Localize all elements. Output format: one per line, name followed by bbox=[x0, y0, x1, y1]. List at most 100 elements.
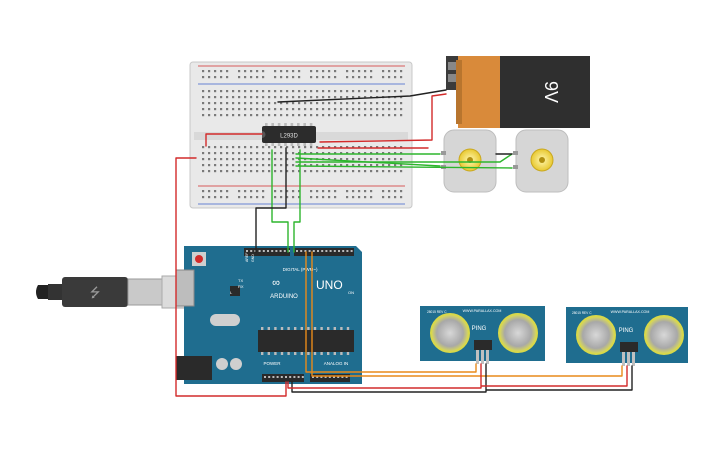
pin-hole bbox=[238, 190, 241, 193]
pin-hole bbox=[226, 90, 229, 93]
pin-hole bbox=[268, 376, 271, 378]
pin-hole bbox=[364, 170, 367, 173]
pin-hole bbox=[280, 70, 283, 73]
pin-hole bbox=[388, 108, 391, 111]
pin-hole bbox=[316, 90, 319, 93]
wire-5v[interactable] bbox=[175, 157, 287, 397]
pin-hole bbox=[317, 250, 319, 252]
dc-motor-1[interactable] bbox=[441, 129, 497, 193]
wire-sensor-gnd[interactable] bbox=[291, 363, 633, 393]
pin-hole bbox=[298, 76, 301, 79]
pin-hole bbox=[346, 352, 350, 355]
pin-hole bbox=[292, 70, 295, 73]
pin-hole bbox=[310, 70, 313, 73]
pin-hole bbox=[256, 96, 259, 99]
reset-button[interactable] bbox=[195, 255, 203, 263]
pin-hole bbox=[358, 70, 361, 73]
wire-motor2-a[interactable] bbox=[295, 153, 513, 163]
pin-hole bbox=[202, 114, 205, 117]
pin-hole bbox=[220, 190, 223, 193]
pin-hole bbox=[250, 146, 253, 149]
pin-hole bbox=[232, 164, 235, 167]
wire-in2[interactable] bbox=[293, 149, 301, 253]
sensor-brand: WWW.PARALLAX.COM bbox=[463, 309, 502, 313]
ping-sensor-2[interactable]: WWW.PARALLAX.COM 28015 REV C PING bbox=[566, 307, 688, 366]
pin-hole bbox=[334, 170, 337, 173]
pin-hole bbox=[274, 196, 277, 199]
battery-9v[interactable]: 9V bbox=[446, 56, 590, 128]
pin-hole bbox=[346, 96, 349, 99]
pin-hole bbox=[208, 90, 211, 93]
pin-hole bbox=[274, 90, 277, 93]
pin-hole bbox=[388, 70, 391, 73]
pin-hole bbox=[388, 146, 391, 149]
pin-hole bbox=[382, 102, 385, 105]
ping-sensor-1[interactable]: WWW.PARALLAX.COM 28015 REV C PING bbox=[420, 306, 545, 364]
pin-hole bbox=[292, 158, 295, 161]
pin-hole bbox=[244, 90, 247, 93]
wire-battery-negative[interactable] bbox=[277, 89, 447, 103]
pin-hole bbox=[364, 164, 367, 167]
power-label: POWER bbox=[263, 361, 281, 366]
pin-hole bbox=[226, 146, 229, 149]
pin-hole bbox=[267, 327, 270, 330]
pin-hole bbox=[382, 152, 385, 155]
wire-vcc-jumper[interactable] bbox=[205, 133, 263, 147]
pin-hole bbox=[400, 152, 403, 155]
pin-hole bbox=[316, 114, 319, 117]
pin-hole bbox=[358, 146, 361, 149]
pin-hole bbox=[238, 108, 241, 111]
pin-hole bbox=[214, 108, 217, 111]
pin-hole bbox=[352, 76, 355, 79]
wire-trig-2[interactable] bbox=[311, 251, 623, 377]
pin-hole bbox=[310, 164, 313, 167]
pin-hole bbox=[297, 143, 300, 146]
pin-hole bbox=[304, 250, 307, 252]
pin-hole bbox=[400, 70, 403, 73]
pin-hole bbox=[238, 102, 241, 105]
wire-motor2-b[interactable] bbox=[295, 165, 513, 169]
pin-hole bbox=[340, 164, 343, 167]
pin-hole bbox=[303, 143, 306, 146]
arduino-uno[interactable]: ∞ ARDUINO UNO DIGITAL (PWM~) ANALOG IN P… bbox=[175, 246, 362, 384]
pin-hole bbox=[316, 70, 319, 73]
battery-label: 9V bbox=[541, 81, 561, 103]
pin-hole bbox=[352, 196, 355, 199]
wire-gnd-driver[interactable] bbox=[255, 147, 287, 253]
dc-motor-2[interactable] bbox=[513, 129, 569, 193]
pin-hole bbox=[292, 146, 295, 149]
pin-hole bbox=[382, 196, 385, 199]
pin-hole bbox=[214, 146, 217, 149]
pin-hole bbox=[376, 170, 379, 173]
pin-hole bbox=[322, 70, 325, 73]
pin-hole bbox=[297, 123, 300, 126]
wire-in1[interactable] bbox=[271, 149, 289, 253]
pin-hole bbox=[346, 190, 349, 193]
pin-hole bbox=[208, 96, 211, 99]
wire-sensor-5v[interactable] bbox=[287, 363, 628, 389]
pin-hole bbox=[322, 76, 325, 79]
wire-battery-positive[interactable] bbox=[319, 93, 447, 143]
pin-hole bbox=[283, 250, 286, 252]
pin-hole bbox=[226, 76, 229, 79]
usb-cable[interactable]: ⭍ bbox=[36, 275, 189, 309]
pin-hole bbox=[226, 70, 229, 73]
pin-hole bbox=[328, 96, 331, 99]
pin-hole bbox=[256, 170, 259, 173]
pin-hole bbox=[274, 164, 277, 167]
pin-hole bbox=[244, 190, 247, 193]
pin-hole bbox=[277, 143, 281, 146]
motor-driver-chip[interactable]: L293D bbox=[262, 123, 316, 146]
pin-hole bbox=[298, 158, 301, 161]
pin-hole bbox=[364, 146, 367, 149]
pin-hole bbox=[238, 70, 241, 73]
pin-hole bbox=[214, 158, 217, 161]
pin-hole bbox=[364, 76, 367, 79]
pin-hole bbox=[370, 190, 373, 193]
pin-hole bbox=[202, 90, 205, 93]
pin-hole bbox=[250, 152, 253, 155]
pin-hole bbox=[280, 90, 283, 93]
wire-trig-1[interactable] bbox=[305, 251, 477, 373]
pin-hole bbox=[394, 114, 397, 117]
pin-hole bbox=[358, 114, 361, 117]
